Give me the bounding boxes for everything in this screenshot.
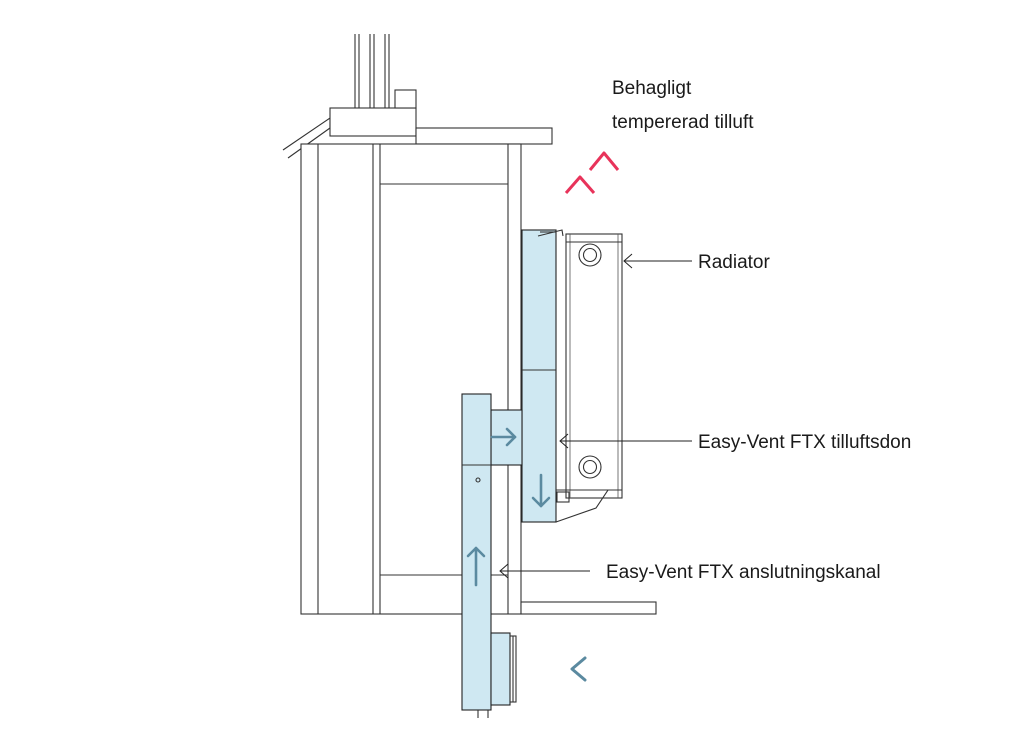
connection-duct-label: Easy-Vent FTX anslutningskanal: [606, 562, 881, 583]
airflow-arrow-icon: [466, 427, 551, 587]
radiator: [565, 233, 623, 499]
supply-unit-label: Easy-Vent FTX tilluftsdon: [698, 432, 911, 453]
warm-air-label-line1: Behagligt: [612, 78, 692, 99]
supply-unit: [521, 229, 610, 523]
inflow-arrow-icon: [570, 656, 614, 682]
outside-duct-dashed: [516, 632, 740, 706]
warm-air-label-line2: tempererad tilluft: [612, 112, 754, 133]
radiator-label: Radiator: [698, 252, 770, 273]
pointer-lines: [499, 253, 692, 579]
warm-air-arrows-icon: [564, 151, 620, 218]
